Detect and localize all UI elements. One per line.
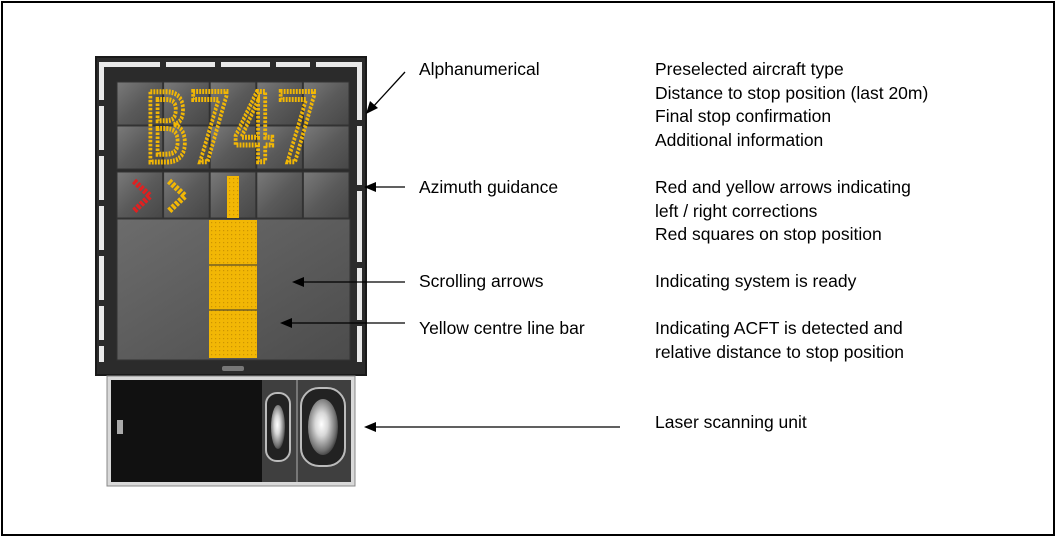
left-rail — [99, 62, 104, 362]
desc-line: relative distance to stop position — [655, 341, 905, 362]
centre-line-bar-led — [209, 176, 257, 358]
desc-scrolling: Indicating system is ready — [655, 270, 856, 294]
led-cell — [163, 125, 210, 170]
led-cell — [116, 81, 164, 126]
red-arrow-icon — [131, 178, 155, 214]
aircraft-type-led: B747 — [142, 71, 322, 188]
display-unit: B747 — [95, 56, 367, 376]
label-alphanumerical: Alphanumerical — [419, 59, 540, 79]
led-cell — [116, 171, 164, 219]
yellow-arrow-icon — [166, 178, 190, 214]
azimuth-arrows-led — [131, 178, 190, 214]
led-cell — [116, 125, 164, 170]
desc-azimuth: Red and yellow arrows indicating left / … — [655, 176, 911, 247]
desc-laser: Laser scanning unit — [655, 411, 807, 435]
desc-line: Preselected aircraft type — [655, 59, 844, 79]
laser-indicator — [117, 420, 123, 434]
desc-centre-line: Indicating ACFT is detected and relative… — [655, 317, 904, 364]
led-cell — [302, 81, 350, 126]
label-scrolling-arrows: Scrolling arrows — [419, 271, 544, 291]
alphanumeric-cells — [116, 81, 350, 170]
desc-line: Indicating system is ready — [655, 271, 857, 291]
right-rail — [357, 62, 362, 362]
desc-alphanumerical: Preselected aircraft type Distance to st… — [655, 58, 928, 152]
led-cell — [302, 171, 350, 219]
centre-line-bar — [209, 220, 257, 358]
laser-scanning-unit — [106, 375, 356, 487]
desc-line: Red and yellow arrows indicating — [655, 177, 911, 197]
desc-line: Distance to stop position (last 20m) — [655, 82, 929, 103]
label-azimuth-guidance: Azimuth guidance — [419, 177, 559, 197]
desc-line: Indicating ACFT is detected and — [655, 318, 903, 338]
aircraft-type-text: B747 — [145, 73, 320, 185]
led-cell — [256, 81, 303, 126]
laser-window — [111, 380, 262, 482]
arrow-alphanumerical — [371, 71, 406, 109]
desc-line: Red squares on stop position — [655, 224, 882, 244]
pointer-arrows — [280, 71, 620, 432]
desc-line: Final stop confirmation — [655, 106, 832, 126]
led-cell — [256, 171, 303, 219]
top-rail — [100, 62, 362, 67]
led-cell — [302, 125, 350, 170]
desc-line: Laser scanning unit — [655, 412, 807, 432]
led-cell — [209, 81, 257, 126]
desc-line: Additional information — [655, 129, 824, 150]
desc-line: left / right corrections — [655, 200, 818, 221]
led-dot-texture — [211, 178, 257, 356]
housing-handle — [222, 366, 244, 371]
label-centre-line-bar: Yellow centre line bar — [419, 318, 585, 338]
led-cell — [163, 81, 210, 126]
led-cell — [209, 125, 257, 170]
led-cell — [256, 125, 303, 170]
